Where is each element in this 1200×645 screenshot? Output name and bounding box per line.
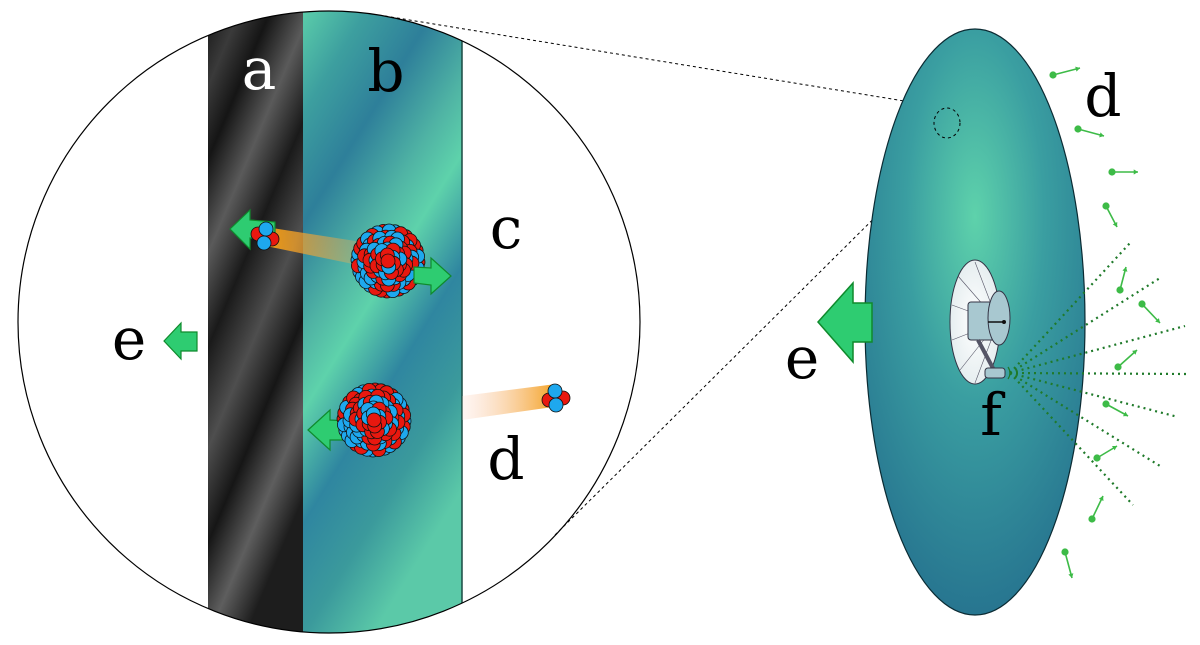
alpha-particle-icon [1138, 300, 1161, 324]
label-b: b [367, 37, 404, 105]
label-d-detail: d [487, 425, 524, 493]
detail-border [17, 10, 641, 634]
film-layer-a [208, 11, 303, 633]
alpha-particle-icon [1114, 349, 1138, 371]
label-a: a [242, 35, 277, 103]
alpha-particle-icon [1061, 548, 1074, 579]
alpha-particle-icon [1102, 400, 1129, 417]
spacecraft-icon [949, 259, 1011, 385]
emission-ray [1009, 372, 1134, 506]
emission-ray [1009, 324, 1186, 375]
zoom-line-top [384, 15, 948, 109]
label-e-detail: e [112, 305, 146, 373]
alpha-particle-icon [1116, 266, 1128, 294]
heavy-nucleus-icon [350, 223, 426, 299]
alpha-particle-icon [541, 383, 571, 413]
sail-view: d e f [785, 28, 1187, 616]
alpha-particle-icon [1108, 168, 1138, 176]
detail-view: a b c d e [17, 10, 641, 634]
zoom-source-marker [933, 107, 961, 139]
alpha-particle-icon [1102, 202, 1118, 228]
alpha-particle-icon [1088, 495, 1104, 523]
alpha-particle-icon [1074, 125, 1105, 138]
thrust-arrow-icon [163, 321, 198, 361]
film-layer-b [303, 11, 462, 633]
thrust-arrow-icon [816, 281, 873, 364]
emitted-particles [1049, 66, 1161, 579]
emission-rays [1009, 242, 1187, 506]
heavy-nucleus-icon [336, 382, 412, 458]
alpha-particle-icon [1093, 445, 1118, 462]
alpha-particle-icon [250, 221, 280, 251]
thrust-arrow-icon [413, 256, 452, 296]
alpha-particle-icon [1049, 66, 1081, 79]
label-e-sail: e [785, 324, 819, 392]
emission-ray [1009, 371, 1179, 419]
label-c: c [490, 194, 522, 262]
alpha-beam-lower [462, 384, 560, 420]
label-d-sail: d [1084, 62, 1121, 130]
label-f: f [980, 381, 1005, 449]
